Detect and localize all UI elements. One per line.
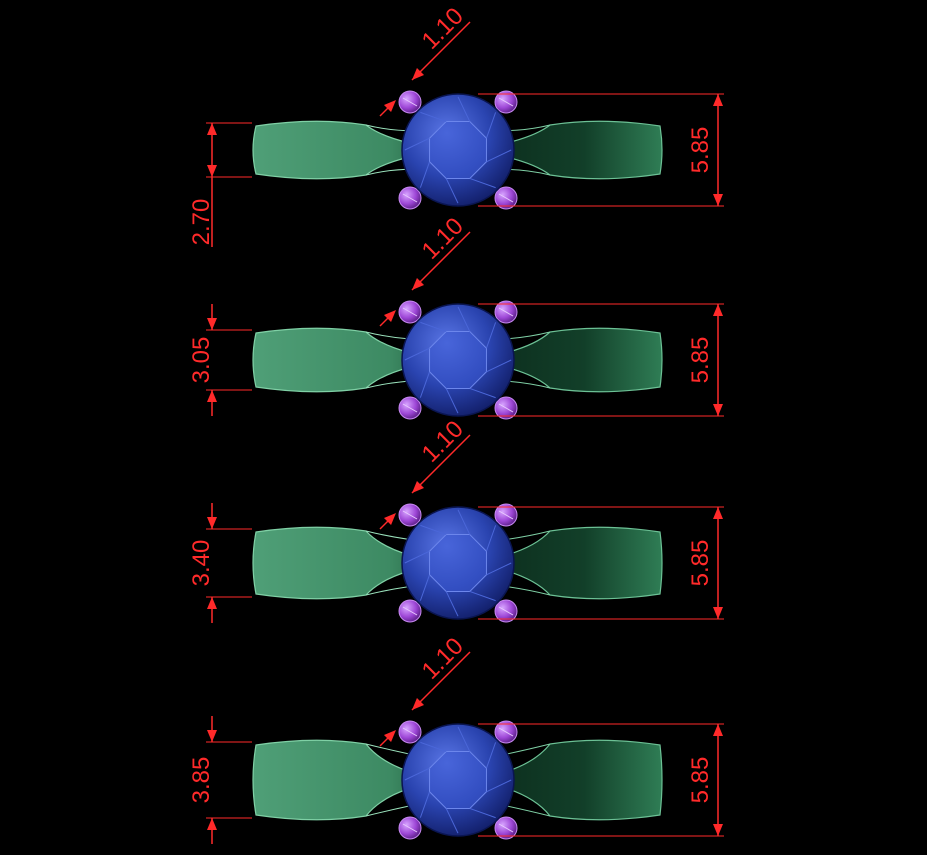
gemstone-facet-line (445, 808, 459, 834)
stone-span-label: 5.85 (687, 337, 714, 384)
prong-size-label: 1.10 (417, 416, 469, 468)
dimension-leader (411, 651, 471, 711)
gemstone-facet-line (486, 359, 512, 373)
ring-group: 5.85 3.05 1.10 (188, 213, 724, 420)
dimension-leader (411, 231, 471, 291)
gemstone-facet-line (419, 791, 431, 818)
band-width-label: 2.70 (188, 199, 215, 246)
gemstone-facet-line (485, 742, 497, 769)
prong-highlight (498, 823, 514, 833)
prong-highlight (498, 510, 514, 520)
arrow-head (713, 824, 723, 836)
gemstone-facet-line (486, 779, 512, 793)
gemstone-facet-line (469, 807, 496, 819)
prong-highlight (402, 727, 418, 737)
gemstone-table-facet (429, 751, 487, 809)
arrow-head (383, 100, 396, 113)
arrow-head (713, 507, 723, 519)
stone-span-label: 5.85 (687, 540, 714, 587)
arrow-head (207, 517, 217, 529)
prong-highlight (402, 606, 418, 616)
arrow-head (207, 390, 217, 402)
gemstone-facet-line (404, 137, 430, 151)
band-width-label: 3.85 (188, 757, 215, 804)
band-width-label: 3.40 (188, 540, 215, 587)
prong-highlight (402, 193, 418, 203)
gemstone-facet-line (404, 347, 430, 361)
prong-highlight (402, 510, 418, 520)
arrow-head (412, 697, 425, 710)
prong-highlight (498, 606, 514, 616)
ring-group: 5.85 3.85 1.10 (188, 633, 724, 844)
dimension-leader (411, 434, 471, 494)
stone-span-label: 5.85 (687, 127, 714, 174)
arrow-head (713, 304, 723, 316)
gemstone-facet-line (445, 388, 459, 414)
arrow-head (412, 480, 425, 493)
prong-highlight (498, 727, 514, 737)
gemstone-facet-line (420, 741, 447, 753)
gemstone-facet-line (485, 112, 497, 139)
stone-span-label: 5.85 (687, 757, 714, 804)
gemstone-facet-line (457, 306, 471, 332)
gemstone-facet-line (486, 149, 512, 163)
prong-highlight (498, 97, 514, 107)
gemstone-facet-line (445, 178, 459, 204)
gemstone-table-facet (429, 331, 487, 389)
prong-highlight (498, 403, 514, 413)
prong-highlight (498, 193, 514, 203)
gemstone-facet-line (486, 562, 512, 576)
arrow-head (412, 277, 425, 290)
gemstone-facet-line (404, 767, 430, 781)
ring-group: 5.85 2.70 1.10 (188, 3, 724, 247)
gemstone-facet-line (485, 525, 497, 552)
arrow-head (207, 123, 217, 135)
gemstone-facet-line (457, 726, 471, 752)
prong-size-label: 1.10 (417, 213, 469, 265)
prong-highlight (498, 307, 514, 317)
arrow-head (713, 607, 723, 619)
arrow-head (713, 724, 723, 736)
gemstone-facet-line (420, 524, 447, 536)
prong-size-label: 1.10 (417, 633, 469, 685)
band-width-label: 3.05 (188, 337, 215, 384)
arrow-head (713, 194, 723, 206)
gemstone-facet-line (420, 111, 447, 123)
gemstone-table-facet (429, 121, 487, 179)
arrow-head (207, 318, 217, 330)
arrow-head (383, 310, 396, 323)
prong-highlight (402, 97, 418, 107)
gemstone-facet-line (445, 591, 459, 617)
dimension-leader (411, 21, 471, 81)
gemstone-facet-line (469, 177, 496, 189)
arrow-head (713, 404, 723, 416)
prong-size-label: 1.10 (417, 3, 469, 55)
arrow-head (207, 818, 217, 830)
prong-highlight (402, 823, 418, 833)
band-right (467, 739, 663, 821)
gemstone-facet-line (420, 321, 447, 333)
arrow-head (412, 67, 425, 80)
gemstone-facet-line (404, 550, 430, 564)
arrow-head (713, 94, 723, 106)
arrow-head (383, 730, 396, 743)
arrow-head (207, 597, 217, 609)
gemstone-facet-line (457, 509, 471, 535)
gemstone-facet-line (469, 387, 496, 399)
gemstone-facet-line (419, 371, 431, 398)
band-left (252, 739, 449, 821)
ring-group: 5.85 3.40 1.10 (188, 416, 724, 623)
arrow-head (207, 730, 217, 742)
arrow-head (383, 513, 396, 526)
gemstone-facet-line (419, 574, 431, 601)
gemstone-facet-line (419, 161, 431, 188)
prong-highlight (402, 403, 418, 413)
gemstone-table-facet (429, 534, 487, 592)
arrow-head (207, 165, 217, 177)
prong-highlight (402, 307, 418, 317)
gemstone-facet-line (485, 322, 497, 349)
gemstone-facet-line (457, 96, 471, 122)
gemstone-facet-line (469, 590, 496, 602)
